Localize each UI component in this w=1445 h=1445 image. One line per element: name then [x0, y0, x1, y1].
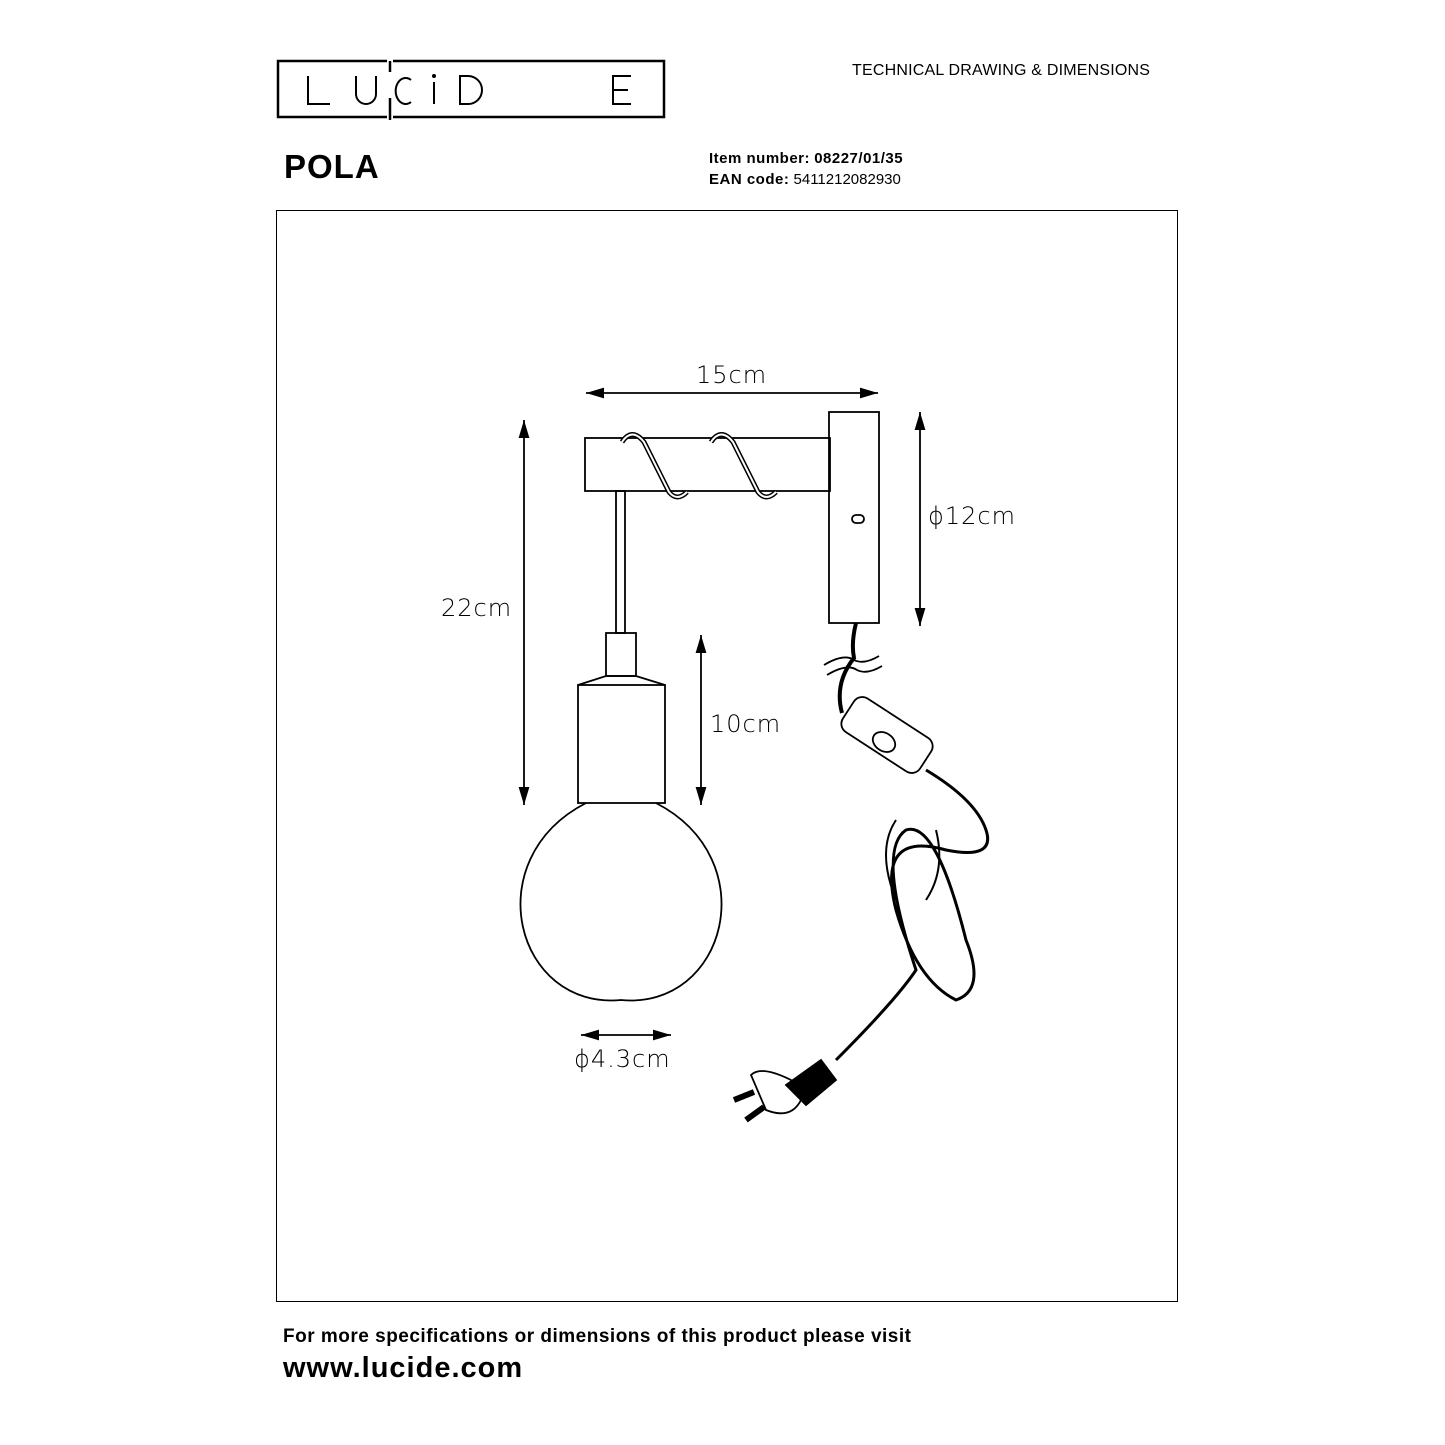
- plug-head: [749, 1070, 803, 1115]
- bulb-diameter-label: ϕ4.3cm: [574, 1045, 671, 1073]
- technical-drawing: 15cm 22cm ϕ12cm 10cm ϕ4.3cm: [441, 361, 1016, 1123]
- bulb: [519, 802, 723, 1002]
- document-type: TECHNICAL DRAWING & DIMENSIONS: [852, 62, 1151, 79]
- arm-length-label: 15cm: [696, 361, 767, 389]
- cord-switch: [840, 696, 934, 774]
- footer-note: For more specifications or dimensions of…: [283, 1326, 912, 1347]
- lucide-logo: [276, 59, 666, 120]
- backplate-label: ϕ12cm: [928, 502, 1016, 530]
- arm: [584, 437, 831, 492]
- ean-label: EAN code:: [709, 171, 790, 188]
- product-meta: Item number: 08227/01/35 EAN code: 54112…: [709, 148, 903, 190]
- switch-slot: [851, 514, 865, 524]
- ean-code: 5411212082930: [793, 171, 901, 188]
- socket-body: [577, 684, 666, 804]
- item-number: 08227/01/35: [814, 150, 904, 167]
- drawing-frame: [276, 210, 1178, 1302]
- socket-height-label: 10cm: [710, 710, 781, 738]
- height-label: 22cm: [441, 594, 512, 622]
- footer-url[interactable]: www.lucide.com: [283, 1352, 524, 1384]
- item-number-label: Item number:: [709, 150, 811, 167]
- plug-body: [784, 1058, 838, 1107]
- backplate: [828, 411, 880, 624]
- product-name: POLA: [284, 148, 380, 185]
- socket-top: [605, 632, 637, 677]
